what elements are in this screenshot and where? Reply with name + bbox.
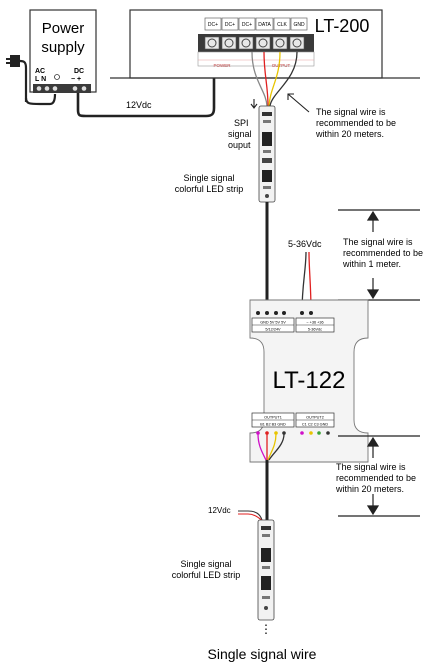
controller-lt200: LT-200 DC+ DC+ DC+ DATA CLK GND: [110, 9, 420, 79]
note-20m-bottom-1: The signal wire is: [336, 462, 406, 472]
diagram-caption: Single signal wire: [208, 646, 317, 662]
power-supply: Power supply AC L N DC − +: [29, 9, 97, 93]
strip-bottom-label-2: colorful LED strip: [172, 570, 241, 580]
spi-label-1: SPI: [234, 118, 249, 128]
amp-input-label: 5/12/24V: [265, 328, 281, 332]
strip-bottom-label-1: Single signal: [180, 559, 231, 569]
ps-terminal-block: [33, 84, 91, 93]
led-strip-bottom: [257, 519, 275, 621]
lt122-output-wires: [257, 433, 285, 461]
out1-label: OUTPUT1: [264, 416, 282, 420]
power-section-label: POWER: [213, 63, 231, 68]
distance-marker-20m: [338, 435, 420, 517]
strip-top-label-1: Single signal: [183, 173, 234, 183]
dc-cable: [76, 70, 216, 118]
led-strip-top: [258, 105, 276, 203]
note-20m-top-3: within 20 meters.: [315, 129, 384, 139]
spi-label-2: signal: [228, 129, 252, 139]
strip-top-label-2: colorful LED strip: [175, 184, 244, 194]
note-1m-2: recommended to be: [343, 248, 423, 258]
amp-input-terms: GND 5V 5V 5V: [260, 321, 286, 325]
out2-terms: C1 C2 C3 GND: [302, 423, 328, 427]
wire-12vdc-label: 12Vdc: [126, 100, 152, 110]
ac-label: AC: [35, 68, 45, 75]
amp-power-label: 5-36Vdc: [308, 328, 322, 332]
note-20m-top-2: recommended to be: [316, 118, 396, 128]
note-1m-3: within 1 meter.: [342, 259, 401, 269]
note-20m-top-1: The signal wire is: [316, 107, 386, 117]
terminal-label-6: GND: [293, 22, 305, 28]
dc-terms: − +: [71, 76, 81, 83]
power-supply-title-1: Power: [42, 20, 85, 37]
terminal-label-1: DC+: [208, 22, 218, 28]
output-section-label: OUTPUT: [272, 63, 291, 68]
ellipsis-icon: ⋮: [260, 622, 272, 636]
out2-label: OUTPUT2: [306, 416, 324, 420]
amplifier-lt122: GND 5V 5V 5V 5/12/24V − +36 +36 5-36Vdc …: [249, 299, 369, 463]
note-20m-bottom-3: within 20 meters.: [335, 484, 404, 494]
terminal-label-4: DATA: [258, 22, 271, 28]
terminal-label-3: DC+: [242, 22, 252, 28]
spi-label-3: ouput: [228, 140, 251, 150]
wire-12vdc-bottom-label: 12Vdc: [208, 506, 231, 515]
terminal-label-5: CLK: [277, 22, 287, 28]
controller-terminal-labels: DC+ DC+ DC+ DATA CLK GND: [204, 17, 308, 31]
out1-terms: B1 B2 B3 GND: [260, 423, 286, 427]
note-1m-1: The signal wire is: [343, 237, 413, 247]
voltage-label: 5-36Vdc: [288, 239, 322, 249]
lt200-output-wires: [251, 51, 298, 107]
spi-arrow: [250, 99, 258, 109]
terminal-label-2: DC+: [225, 22, 235, 28]
ac-terms: L N: [35, 76, 46, 83]
power-supply-title-2: supply: [41, 39, 85, 56]
dc-label: DC: [74, 68, 84, 75]
amp-power-terms: − +36 +36: [306, 321, 323, 325]
power-plug: [6, 55, 57, 106]
amplifier-name: LT-122: [273, 367, 346, 394]
controller-name: LT-200: [315, 16, 370, 36]
signal-note-arrow-top: [287, 93, 310, 113]
note-20m-bottom-2: recommended to be: [336, 473, 416, 483]
